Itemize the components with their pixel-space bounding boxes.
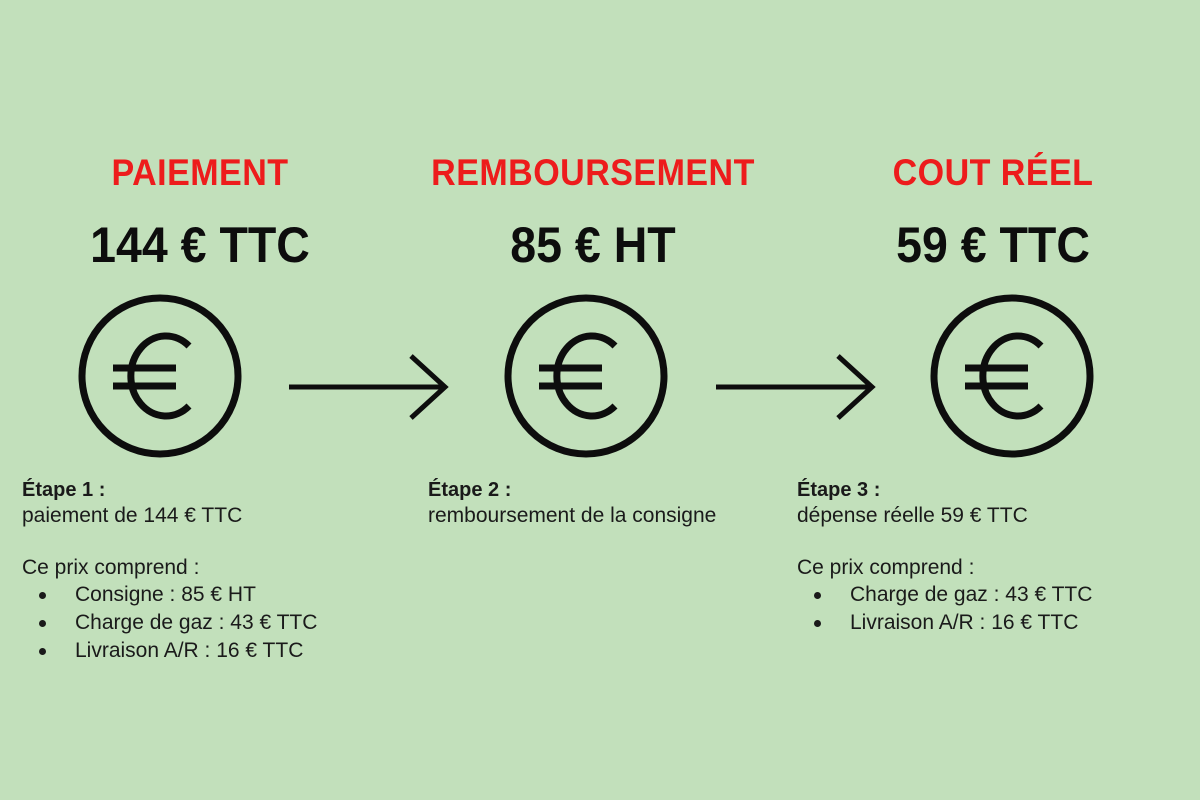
includes-title-3: Ce prix comprend : [797, 556, 975, 579]
euro-coin-icon [927, 291, 1097, 461]
euro-coin-icon [75, 291, 245, 461]
list-item: Charge de gaz : 43 € TTC [797, 581, 1187, 609]
includes-list-1: Consigne : 85 € HT Charge de gaz : 43 € … [22, 581, 412, 665]
step-text-block-3: Étape 3 : dépense réelle 59 € TTC Ce pri… [797, 477, 1187, 637]
column-heading-refund: REMBOURSEMENT [431, 152, 755, 193]
list-item: Consigne : 85 € HT [22, 581, 412, 609]
list-item: Livraison A/R : 16 € TTC [22, 637, 412, 665]
step-text-block-2: Étape 2 : remboursement de la consigne [428, 477, 768, 529]
list-item-label: Livraison A/R : 16 € TTC [75, 639, 304, 662]
bullet-icon [814, 592, 821, 599]
includes-title-1: Ce prix comprend : [22, 556, 200, 579]
arrow-right-icon [712, 352, 882, 422]
bullet-icon [39, 620, 46, 627]
bullet-icon [39, 592, 46, 599]
step-column-1: PAIEMENT 144 € TTC [0, 0, 400, 800]
bullet-icon [39, 648, 46, 655]
list-item-label: Charge de gaz : 43 € TTC [850, 583, 1093, 606]
arrow-right-icon [285, 352, 455, 422]
column-heading-payment: PAIEMENT [111, 152, 289, 193]
column-amount-real-cost: 59 € TTC [896, 217, 1090, 273]
step-text-block-1: Étape 1 : paiement de 144 € TTC Ce prix … [22, 477, 412, 665]
step-description-3: dépense réelle 59 € TTC [797, 504, 1028, 527]
euro-coin-icon [501, 291, 671, 461]
step-label-3: Étape 3 : [797, 479, 881, 501]
column-amount-refund: 85 € HT [510, 217, 676, 273]
bullet-icon [814, 620, 821, 627]
step-label-1: Étape 1 : [22, 479, 106, 501]
list-item-label: Consigne : 85 € HT [75, 583, 256, 606]
step-column-3: COUT RÉEL 59 € TTC [786, 0, 1200, 800]
column-amount-payment: 144 € TTC [90, 217, 310, 273]
includes-list-3: Charge de gaz : 43 € TTC Livraison A/R :… [797, 581, 1187, 637]
list-item-label: Charge de gaz : 43 € TTC [75, 611, 318, 634]
list-item: Livraison A/R : 16 € TTC [797, 609, 1187, 637]
list-item: Charge de gaz : 43 € TTC [22, 609, 412, 637]
list-item-label: Livraison A/R : 16 € TTC [850, 611, 1079, 634]
column-heading-real-cost: COUT RÉEL [892, 152, 1094, 193]
step-description-2: remboursement de la consigne [428, 504, 717, 527]
step-column-2: REMBOURSEMENT 85 € HT [400, 0, 786, 800]
step-label-2: Étape 2 : [428, 479, 512, 501]
step-description-1: paiement de 144 € TTC [22, 504, 243, 527]
